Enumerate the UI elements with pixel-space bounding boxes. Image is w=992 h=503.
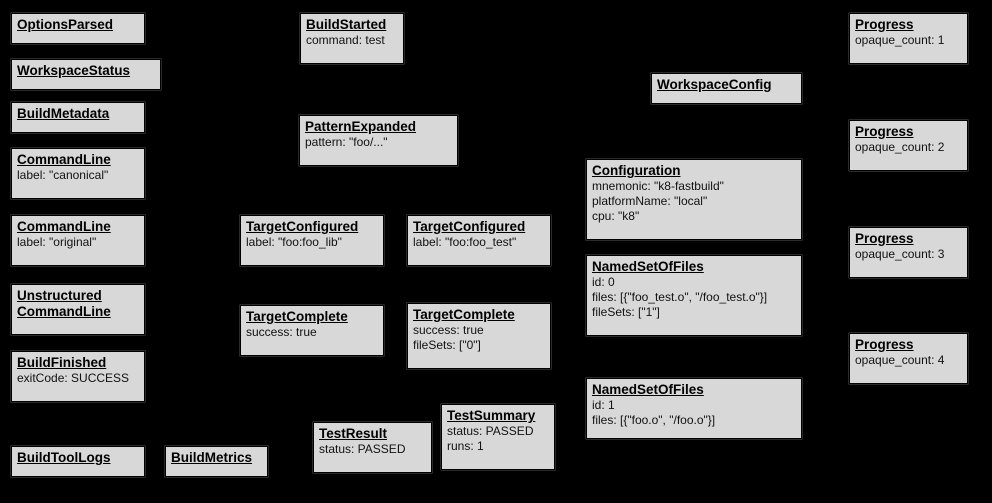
node-attribute: success: true — [246, 325, 317, 339]
node-title: BuildStarted — [306, 17, 387, 32]
node-attribute: label: "foo:foo_lib" — [246, 235, 342, 249]
node-title: Progress — [855, 124, 914, 139]
node-attributes: opaque_count: 4 — [855, 353, 962, 368]
node-title: Progress — [855, 337, 914, 352]
node-attribute: opaque_count: 2 — [855, 140, 945, 154]
node-attribute: id: 0 — [592, 275, 615, 289]
node-title: WorkspaceStatus — [17, 63, 131, 78]
node-workspace-config[interactable]: WorkspaceConfig — [651, 73, 802, 104]
node-title: TestResult — [319, 426, 388, 441]
node-title: BuildToolLogs — [17, 450, 111, 465]
node-title: NamedSetOfFiles — [592, 259, 704, 274]
node-attribute: id: 1 — [592, 398, 615, 412]
node-attribute: files: [{"foo_test.o", "/foo_test.o"}] — [592, 290, 768, 304]
node-workspace-status[interactable]: WorkspaceStatus — [11, 59, 161, 90]
node-title: CommandLine — [17, 219, 111, 234]
node-title: BuildFinished — [17, 355, 107, 370]
node-attribute: opaque_count: 4 — [855, 353, 945, 367]
node-attributes: status: PASSED — [319, 442, 426, 457]
node-build-tool-logs[interactable]: BuildToolLogs — [11, 446, 145, 477]
node-attributes: label: "foo:foo_test" — [413, 235, 545, 250]
node-title: TargetConfigured — [246, 219, 359, 234]
node-build-metadata[interactable]: BuildMetadata — [11, 102, 145, 133]
node-build-metrics[interactable]: BuildMetrics — [165, 446, 268, 477]
node-title: Progress — [855, 231, 914, 246]
node-attributes: mnemonic: "k8-fastbuild"platformName: "l… — [592, 179, 796, 224]
node-attribute: label: "foo:foo_test" — [413, 235, 517, 249]
node-title: BuildMetrics — [171, 450, 253, 465]
node-attribute: fileSets: ["0"] — [413, 338, 481, 352]
node-title: TargetConfigured — [413, 219, 526, 234]
node-attributes: opaque_count: 3 — [855, 247, 962, 262]
node-title: Configuration — [592, 163, 681, 178]
node-attribute: status: PASSED — [319, 442, 406, 456]
node-attributes: command: test — [306, 33, 398, 48]
node-attribute: mnemonic: "k8-fastbuild" — [592, 179, 724, 193]
node-title: NamedSetOfFiles — [592, 382, 704, 397]
node-attribute: success: true — [413, 323, 484, 337]
node-attribute: platformName: "local" — [592, 194, 708, 208]
node-attributes: exitCode: SUCCESS — [17, 371, 139, 386]
node-title: WorkspaceConfig — [657, 77, 772, 92]
node-title: PatternExpanded — [305, 119, 417, 134]
node-title: Progress — [855, 17, 914, 32]
node-attribute: opaque_count: 1 — [855, 33, 945, 47]
node-attributes: opaque_count: 1 — [855, 33, 962, 48]
node-attribute: command: test — [306, 33, 385, 47]
node-attributes: pattern: "foo/..." — [305, 135, 452, 150]
node-title: TestSummary — [447, 408, 536, 423]
node-title: TargetComplete — [413, 307, 515, 322]
node-attribute: pattern: "foo/..." — [305, 135, 388, 149]
node-title: CommandLine — [17, 152, 111, 167]
node-unstructured-command-line[interactable]: Unstructured CommandLine — [11, 284, 145, 335]
node-title: TargetComplete — [246, 309, 348, 324]
node-attribute: opaque_count: 3 — [855, 247, 945, 261]
node-options-parsed[interactable]: OptionsParsed — [11, 13, 145, 44]
node-title: OptionsParsed — [17, 17, 114, 32]
node-attribute: label: "original" — [17, 235, 97, 249]
node-attribute: runs: 1 — [447, 439, 484, 453]
node-title: BuildMetadata — [17, 106, 110, 121]
node-attributes: label: "foo:foo_lib" — [246, 235, 378, 250]
node-title: Unstructured CommandLine — [17, 288, 111, 319]
node-attribute: cpu: "k8" — [592, 209, 640, 223]
node-attributes: success: true — [246, 325, 378, 340]
node-attribute: exitCode: SUCCESS — [17, 371, 130, 385]
node-attribute: fileSets: ["1"] — [592, 305, 660, 319]
node-attribute: label: "canonical" — [17, 168, 109, 182]
node-attributes: label: "canonical" — [17, 168, 139, 183]
node-attributes: label: "original" — [17, 235, 139, 250]
node-attribute: files: [{"foo.o", "/foo.o"}] — [592, 413, 716, 427]
node-attributes: opaque_count: 2 — [855, 140, 962, 155]
node-attribute: status: PASSED — [447, 424, 534, 438]
